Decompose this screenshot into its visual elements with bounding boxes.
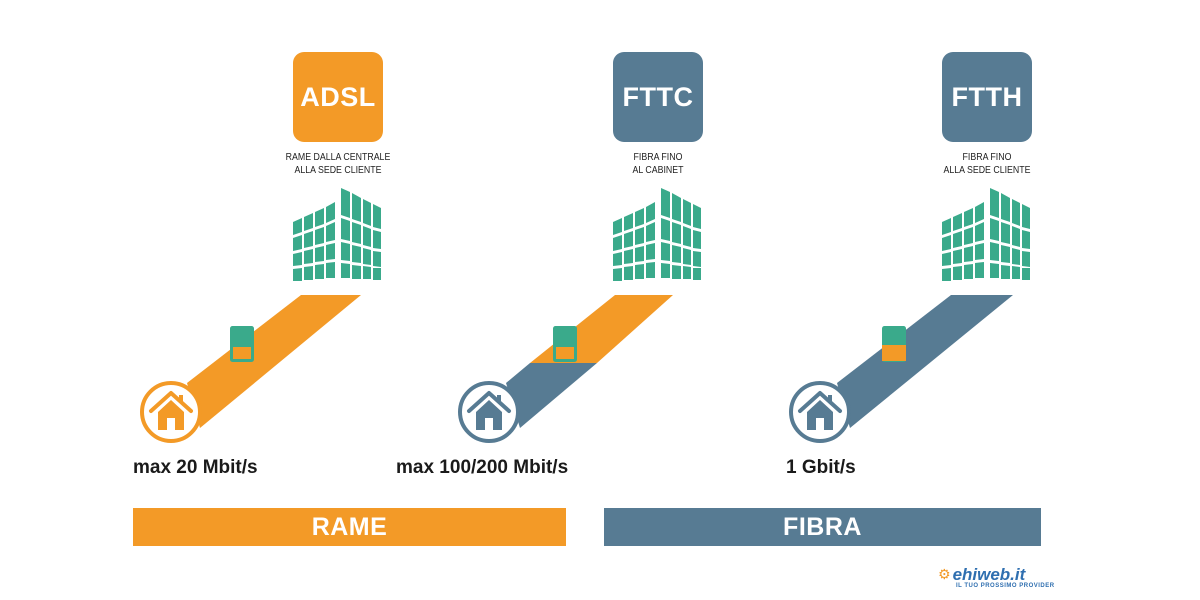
tile-label: FTTH [951,81,1023,112]
description-line: ALLA SEDE CLIENTE [943,165,1031,176]
tile-label: FTTC [622,81,694,112]
description-line: FIBRA FINO [633,152,683,163]
category-bar-rame: RAME [133,508,566,546]
copper-line-adsl [187,295,361,428]
speed-fttc: max 100/200 Mbit/s [396,457,569,478]
description-line: FIBRA FINO [962,152,1012,163]
description-adsl: RAME DALLA CENTRALE ALLA SEDE CLIENTE [259,151,417,177]
description-line: RAME DALLA CENTRALE [285,152,391,163]
description-fttc: FIBRA FINO AL CABINET [579,151,737,177]
category-label: RAME [311,512,388,541]
gear-icon: ⚙ [938,566,951,582]
tile-ftth: FTTH [942,52,1032,142]
street-cabinet-icon [882,326,906,362]
building-icon [293,188,381,281]
copper-segment-fttc [506,363,597,428]
tile-adsl: ADSL [293,52,383,142]
fiber-segment-fttc [530,295,673,363]
street-cabinet-icon [230,326,254,362]
logo-name: ehiweb.it [952,565,1026,584]
category-bar-fibra: FIBRA [604,508,1041,546]
description-line: ALLA SEDE CLIENTE [294,165,382,176]
category-label: FIBRA [783,512,862,541]
tile-label: ADSL [300,81,376,112]
house-icon [458,381,520,443]
building-icon [613,188,701,281]
building-icon [942,188,1030,281]
street-cabinet-icon [553,326,577,362]
brand-logo: ⚙ ehiweb.it IL TUO PROSSIMO PROVIDER [938,566,1055,589]
tile-fttc: FTTC [613,52,703,142]
house-icon [140,381,202,443]
speed-ftth: 1 Gbit/s [786,457,856,478]
house-icon [789,381,851,443]
logo-tagline: IL TUO PROSSIMO PROVIDER [956,583,1055,589]
speed-adsl: max 20 Mbit/s [133,457,258,478]
description-ftth: FIBRA FINO ALLA SEDE CLIENTE [908,151,1066,177]
fiber-line-ftth [837,295,1013,428]
description-line: AL CABINET [632,165,684,176]
